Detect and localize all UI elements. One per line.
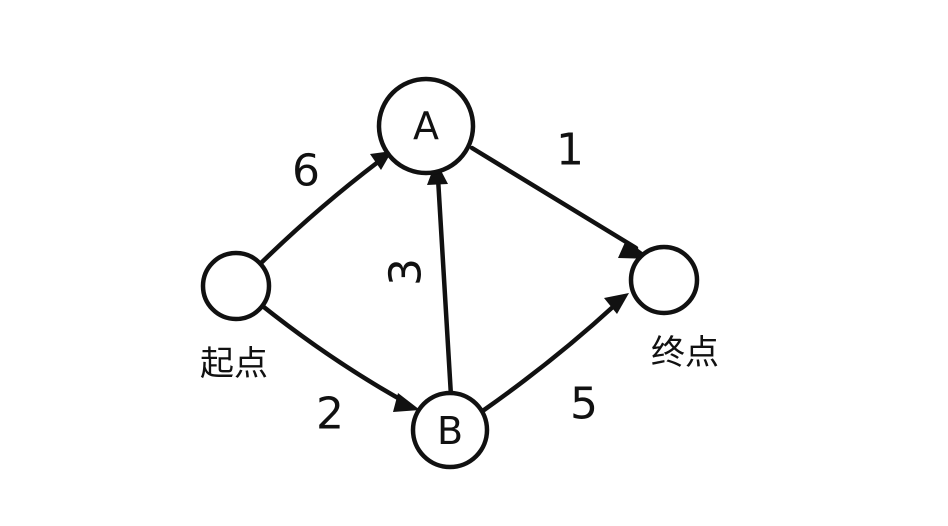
weight-start-to-b: 2 <box>316 389 344 440</box>
edge-b-to-end <box>481 293 629 413</box>
node-end <box>628 244 700 316</box>
node-a: A <box>376 76 476 176</box>
edge-start-to-a <box>255 151 392 269</box>
node-start <box>200 250 272 322</box>
weight-start-to-a: 6 <box>292 146 320 197</box>
weight-b-to-a: 3 <box>381 258 432 286</box>
end-caption: 终点 <box>651 333 719 373</box>
node-a-label: A <box>413 104 439 148</box>
start-caption: 起点 <box>200 344 268 384</box>
edge-start-to-b <box>257 301 420 412</box>
node-b-label: B <box>437 409 463 453</box>
node-b: B <box>410 390 490 470</box>
weight-a-to-end: 1 <box>556 125 584 176</box>
weight-b-to-end: 5 <box>570 379 598 430</box>
